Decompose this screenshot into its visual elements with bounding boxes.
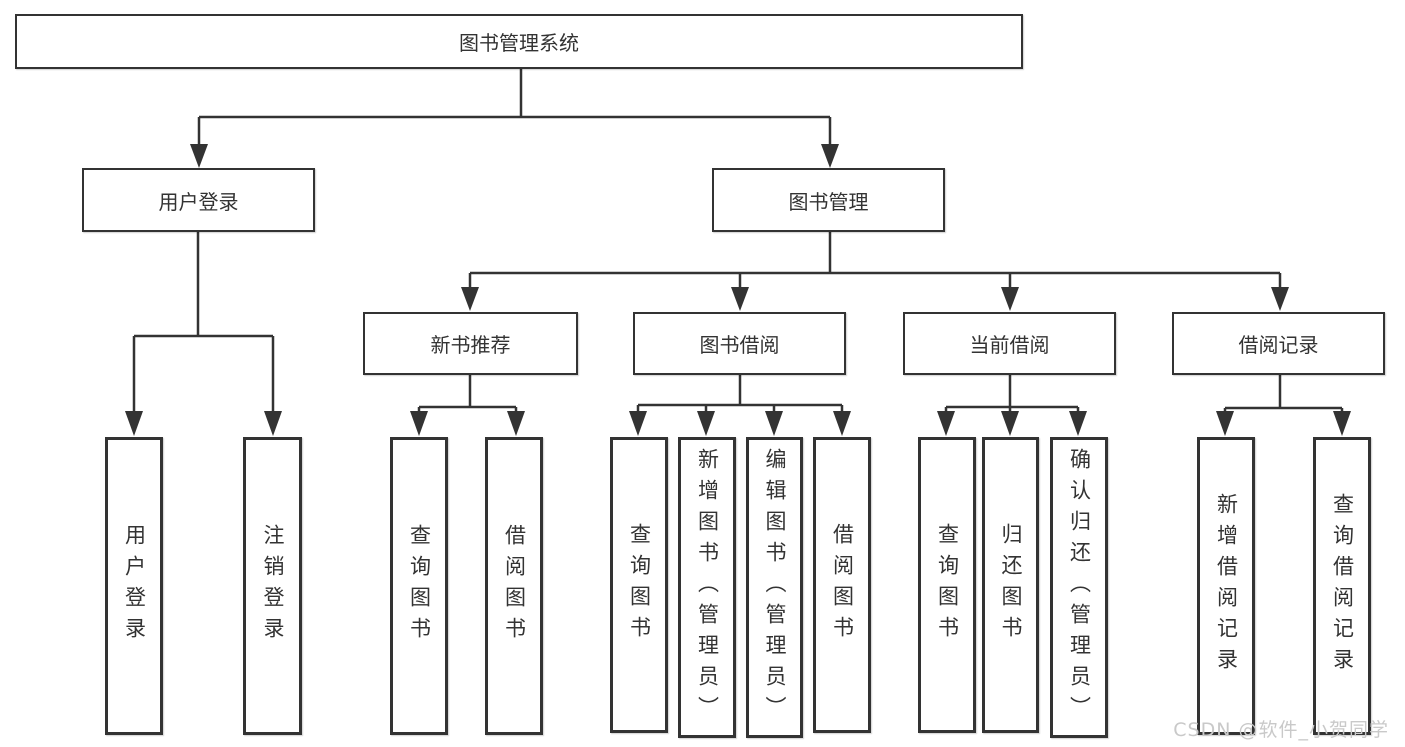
leaf-user-login-label: 用户登录 [122,524,147,648]
node-book-borrowing: 图书借阅 [633,312,846,375]
leaf-borrow-book: 借阅图书 [813,437,871,733]
node-user-login: 用户登录 [82,168,315,232]
leaf-logout-label: 注销登录 [261,524,286,648]
node-root-system: 图书管理系统 [15,14,1023,69]
arrowhead-icons [125,144,1351,436]
leaf-edit-book-admin: 编辑图书（管理员） [746,437,803,738]
leaf-add-book-admin-label: 新增图书（管理员） [695,448,720,727]
node-user-login-label: 用户登录 [158,189,239,214]
leaf-query-book-borrowing: 查询图书 [610,437,668,733]
node-current-borrowing: 当前借阅 [903,312,1116,375]
node-book-management-label: 图书管理 [788,189,869,214]
leaf-query-borrow-record-label: 查询借阅记录 [1330,493,1355,679]
leaf-logout: 注销登录 [243,437,302,735]
leaf-query-book-current: 查询图书 [918,437,976,733]
leaf-edit-book-admin-label: 编辑图书（管理员） [763,448,788,727]
leaf-add-borrow-record: 新增借阅记录 [1197,437,1255,735]
leaf-query-book-borrowing-label: 查询图书 [627,523,652,647]
leaf-add-borrow-record-label: 新增借阅记录 [1214,493,1239,679]
leaf-borrow-book-recommend: 借阅图书 [485,437,543,735]
leaf-return-book: 归还图书 [982,437,1039,733]
node-new-book-recommend-label: 新书推荐 [430,333,511,357]
connector-lines [132,68,1344,412]
leaf-user-login: 用户登录 [105,437,163,735]
node-borrowing-records-label: 借阅记录 [1238,333,1319,357]
node-book-management: 图书管理 [712,168,945,232]
leaf-confirm-return-admin-label: 确认归还（管理员） [1067,448,1092,727]
leaf-confirm-return-admin: 确认归还（管理员） [1050,437,1108,738]
node-root-label: 图书管理系统 [459,31,579,55]
node-borrowing-records: 借阅记录 [1172,312,1385,375]
leaf-borrow-book-recommend-label: 借阅图书 [502,524,527,648]
node-book-borrowing-label: 图书借阅 [699,333,780,357]
node-new-book-recommend: 新书推荐 [363,312,578,375]
leaf-borrow-book-label: 借阅图书 [830,523,855,647]
leaf-return-book-label: 归还图书 [999,523,1024,647]
leaf-query-book-recommend: 查询图书 [390,437,448,735]
leaf-query-borrow-record: 查询借阅记录 [1313,437,1371,735]
node-current-borrowing-label: 当前借阅 [969,333,1050,357]
csdn-watermark: CSDN @软件_小贺同学 [1173,719,1389,741]
leaf-query-book-recommend-label: 查询图书 [407,524,432,648]
leaf-query-book-current-label: 查询图书 [935,523,960,647]
leaf-add-book-admin: 新增图书（管理员） [678,437,736,738]
